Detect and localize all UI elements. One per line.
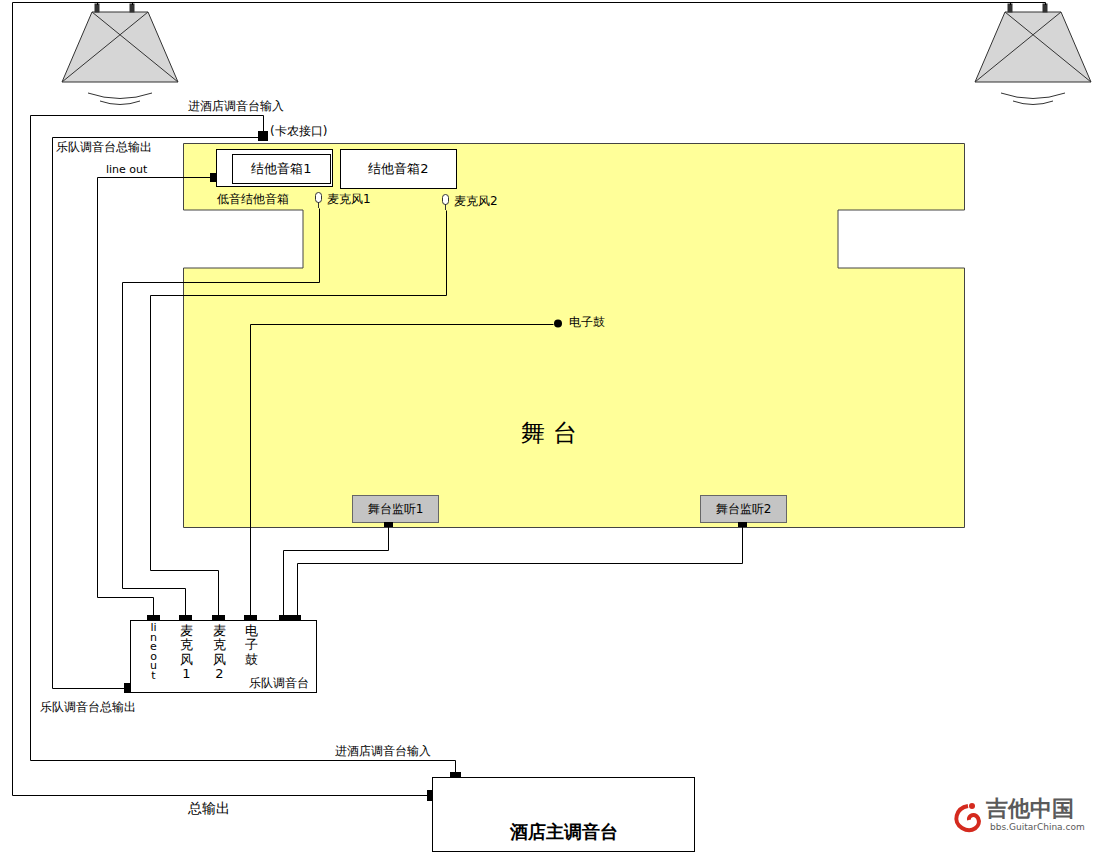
band-mixer: line out 麦克风1 麦克风2 电子鼓乐队调音台 (130, 620, 317, 693)
wire-label: 进酒店调音台输入 (188, 99, 284, 113)
node-text: 酒店主调音台 (510, 821, 618, 843)
xlr-jack (258, 131, 268, 141)
output-jack (427, 790, 432, 801)
signal-cable (284, 524, 389, 621)
node-text: 结他音箱1 (251, 161, 311, 177)
drum-dot (553, 315, 565, 332)
wire-label: 乐队调音台总输出 (56, 140, 152, 154)
hotel-mixer: 酒店主调音台 (432, 777, 695, 852)
input-jack (179, 615, 192, 620)
microphone-icon (440, 194, 452, 210)
jack (738, 522, 747, 527)
stage-monitor: 舞台监听1 (352, 495, 439, 523)
wire-label: 总输出 (188, 800, 230, 817)
cable-label: line out (104, 163, 149, 176)
node-text: 舞台监听2 (716, 502, 772, 516)
stage-outline (183, 143, 965, 528)
node-text: 舞台监听1 (368, 502, 424, 516)
jack (384, 522, 393, 527)
node-text: 麦克风1 (327, 192, 371, 206)
wire-label: 进酒店调音台输入 (335, 744, 431, 758)
input-jack (212, 615, 225, 620)
input-jack (147, 615, 160, 620)
node-text: 舞 台 (521, 419, 577, 448)
guitar-amp: 结他音箱2 (340, 149, 457, 189)
microphone: 麦克风2 (440, 194, 512, 210)
output-jack (124, 683, 130, 693)
wire-label: (卡农接口) (270, 124, 327, 138)
input-jack (450, 772, 461, 777)
guitar-amp: 结他音箱1 (232, 154, 331, 184)
main-output-wire (13, 3, 1046, 796)
signal-cable (298, 524, 743, 621)
node-text: 麦克风2 (454, 194, 498, 208)
electronic-drum: 电子鼓 (553, 315, 613, 332)
node-text: 麦克风2 (213, 624, 226, 681)
node-text: 电子鼓 (245, 624, 258, 667)
input-jack (244, 615, 257, 620)
node-text: 麦克风1 (180, 624, 193, 681)
node-text: 结他音箱2 (368, 161, 428, 177)
bass-amp: 低音结他音箱结他音箱1 (216, 149, 333, 187)
microphone-icon (313, 192, 325, 208)
node-text: line out (148, 623, 159, 680)
speaker-right (975, 4, 1091, 105)
speaker-left (62, 4, 178, 105)
stage-area: 舞 台低音结他音箱结他音箱1结他音箱2麦克风1麦克风2电子鼓舞台监听1舞台监听2 (183, 143, 965, 528)
microphone: 麦克风1 (313, 192, 385, 208)
node-text: 低音结他音箱 (217, 192, 289, 206)
stage-monitor: 舞台监听2 (700, 495, 787, 523)
stage-shape (184, 144, 965, 528)
input-jack (279, 615, 301, 620)
watermark: bbs.GuitarChina.com (990, 822, 1085, 833)
watermark: 吉他中国 (986, 796, 1074, 822)
node-text: 乐队调音台 (249, 676, 309, 690)
watermark-logo (956, 803, 979, 830)
wire-label: 乐队调音台总输出 (40, 700, 136, 714)
node-text: 电子鼓 (569, 315, 605, 329)
output-jack (210, 173, 216, 182)
